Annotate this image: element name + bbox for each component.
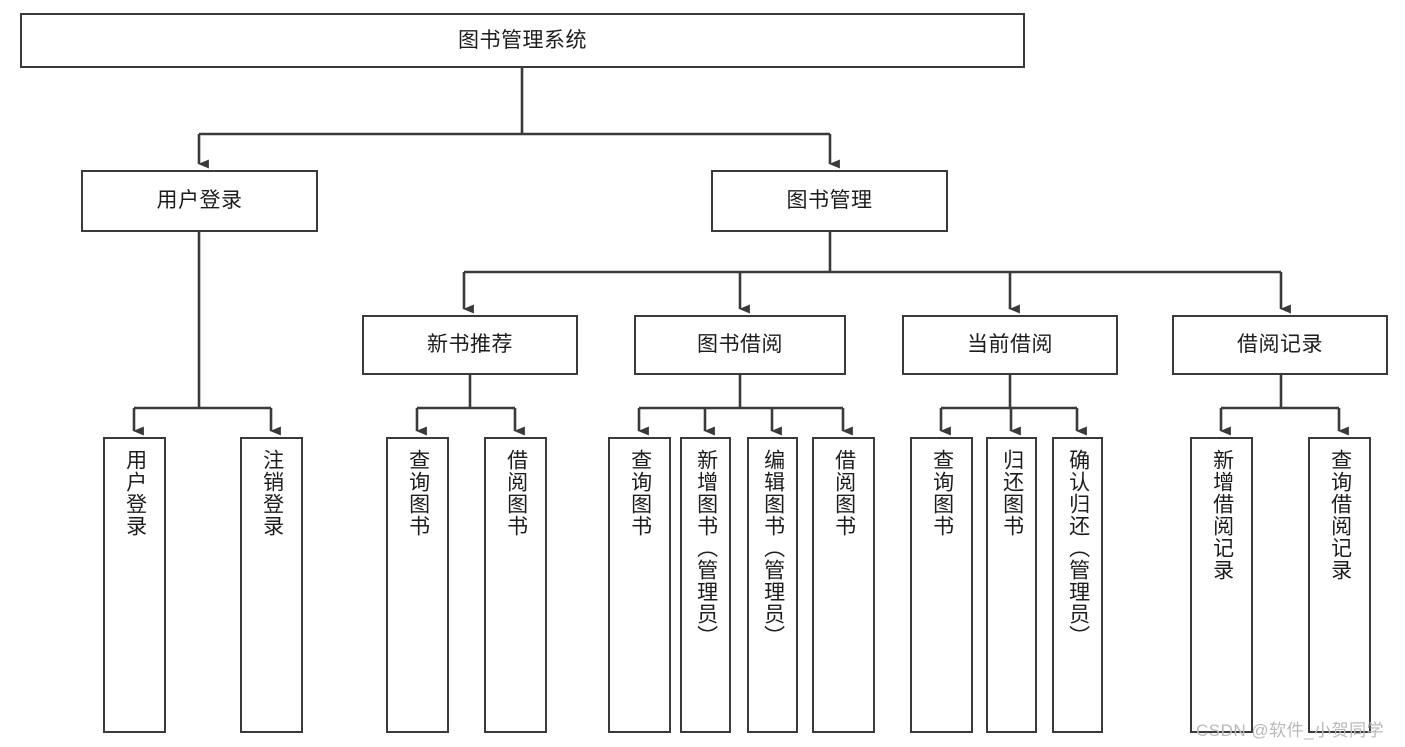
node-leaf-query-book-2[interactable]: 查询图书 — [608, 437, 671, 733]
node-borrow-record[interactable]: 借阅记录 — [1172, 315, 1388, 375]
node-leaf-add-record-label: 新增借阅记录 — [1210, 449, 1234, 581]
node-leaf-query-book-2-label: 查询图书 — [628, 449, 652, 537]
node-leaf-add-record[interactable]: 新增借阅记录 — [1190, 437, 1253, 733]
edges-bookmanage-to-level3 — [462, 232, 1291, 314]
edges-borrowrecord-to-leaves — [1219, 375, 1349, 436]
edges-currentborrow-to-leaves — [939, 375, 1087, 436]
node-book-borrow[interactable]: 图书借阅 — [634, 315, 846, 375]
node-leaf-add-book[interactable]: 新增图书（管理员） — [680, 437, 731, 733]
node-book-manage-label: 图书管理 — [786, 189, 873, 213]
edges-newbook-to-leaves — [415, 375, 525, 436]
node-root[interactable]: 图书管理系统 — [20, 13, 1025, 68]
node-leaf-borrow-book-2-label: 借阅图书 — [832, 449, 856, 537]
node-leaf-logout-login[interactable]: 注销登录 — [240, 437, 303, 733]
node-leaf-query-record-label: 查询借阅记录 — [1328, 449, 1352, 581]
edges-userlogin-to-leaves — [132, 232, 281, 436]
node-leaf-user-login-label: 用户登录 — [123, 449, 147, 537]
node-user-login-label: 用户登录 — [156, 189, 243, 213]
node-leaf-query-book-3[interactable]: 查询图书 — [910, 437, 973, 733]
node-borrow-record-label: 借阅记录 — [1237, 333, 1323, 357]
edges-root-to-level2 — [197, 68, 840, 169]
node-leaf-return-book[interactable]: 归还图书 — [986, 437, 1037, 733]
node-current-borrow[interactable]: 当前借阅 — [902, 315, 1118, 375]
node-leaf-add-book-label: 新增图书（管理员） — [694, 449, 718, 647]
node-leaf-query-book-1[interactable]: 查询图书 — [386, 437, 449, 733]
node-book-manage[interactable]: 图书管理 — [711, 170, 948, 232]
node-leaf-borrow-book-2[interactable]: 借阅图书 — [812, 437, 875, 733]
node-leaf-borrow-book-1-label: 借阅图书 — [504, 449, 528, 537]
node-leaf-borrow-book-1[interactable]: 借阅图书 — [484, 437, 547, 733]
node-leaf-query-record[interactable]: 查询借阅记录 — [1308, 437, 1371, 733]
edges-bookborrow-to-leaves — [637, 375, 853, 436]
node-current-borrow-label: 当前借阅 — [967, 333, 1053, 357]
node-leaf-confirm-return-label: 确认归还（管理员） — [1066, 449, 1090, 647]
node-new-book-recommend-label: 新书推荐 — [427, 333, 513, 357]
node-leaf-logout-login-label: 注销登录 — [260, 449, 284, 537]
node-leaf-query-book-3-label: 查询图书 — [930, 449, 954, 537]
node-leaf-confirm-return[interactable]: 确认归还（管理员） — [1052, 437, 1103, 733]
node-book-borrow-label: 图书借阅 — [697, 333, 783, 357]
node-leaf-edit-book[interactable]: 编辑图书（管理员） — [747, 437, 798, 733]
watermark: CSDN @软件_小贺同学 — [1196, 721, 1385, 740]
node-leaf-query-book-1-label: 查询图书 — [406, 449, 430, 537]
node-new-book-recommend[interactable]: 新书推荐 — [362, 315, 578, 375]
node-leaf-user-login[interactable]: 用户登录 — [103, 437, 166, 733]
node-user-login[interactable]: 用户登录 — [81, 170, 318, 232]
node-leaf-return-book-label: 归还图书 — [1000, 449, 1024, 537]
node-root-label: 图书管理系统 — [458, 28, 587, 52]
node-leaf-edit-book-label: 编辑图书（管理员） — [761, 449, 785, 647]
